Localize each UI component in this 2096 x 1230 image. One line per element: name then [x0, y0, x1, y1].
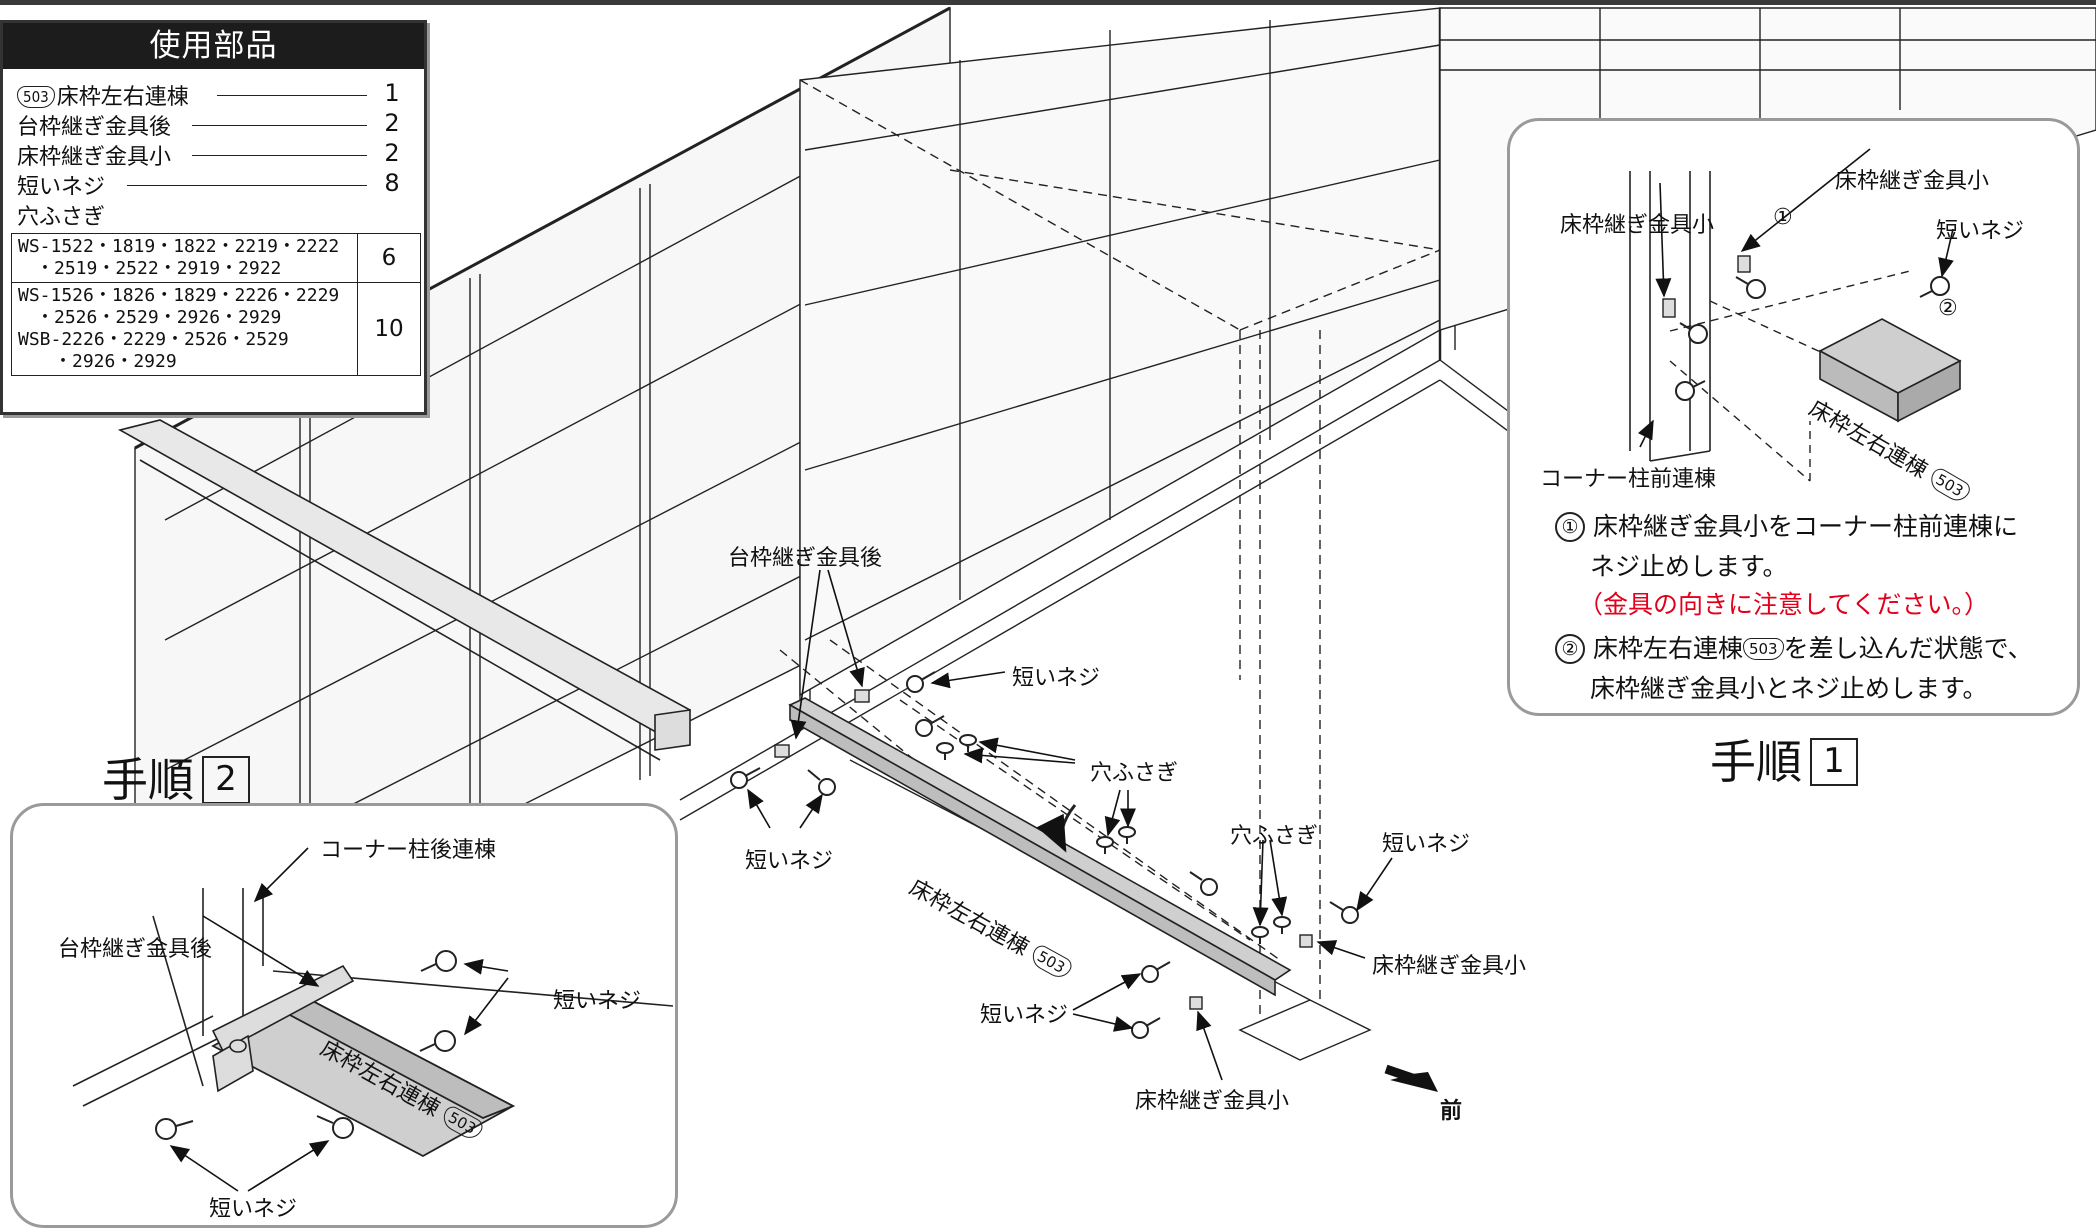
- instruction-2-badge: 503: [1742, 638, 1784, 660]
- instruction-1-line2: ネジ止めします。: [1590, 552, 1788, 581]
- instruction-1-line1: 床枠継ぎ金具小をコーナー柱前連棟に: [1592, 512, 2018, 541]
- parts-row-hole-cap: 穴ふさぎ: [17, 199, 407, 230]
- part-qty: 2: [384, 139, 400, 167]
- label-fitting-small-left: 床枠継ぎ金具小: [1560, 213, 1715, 238]
- label-screw-bottom-step2: 短いネジ: [209, 1197, 298, 1222]
- label-screw-top: 短いネジ: [1012, 666, 1101, 691]
- label-corner-post-front: コーナー柱前連棟: [1540, 467, 1717, 492]
- label-fitting-small-bottom: 床枠継ぎ金具小: [1135, 1089, 1290, 1114]
- model-qty: 10: [357, 282, 421, 376]
- base-fitting-rear-step2: [211, 964, 355, 1093]
- parts-row-floor-fitting: 床枠継ぎ金具小 2: [17, 139, 407, 170]
- leader-dash: [217, 95, 367, 96]
- fittings-main: [774, 689, 1313, 1010]
- marker-2: ②: [1938, 296, 1958, 321]
- part-qty: 8: [384, 169, 400, 197]
- model-line: ・2926・2929: [18, 351, 177, 372]
- part-name: 短いネジ: [17, 175, 106, 200]
- step1-title: 手順: [1710, 735, 1802, 789]
- step1-callout: 床枠継ぎ金具小 床枠継ぎ金具小 ① 短いネジ ② 床枠左右連棟 503 コーナー…: [1507, 118, 2080, 716]
- instruction-2-line2: 床枠継ぎ金具小とネジ止めします。: [1590, 674, 1988, 703]
- model-row: WS-1526・1826・1829・2226・2229 ・2526・2529・2…: [11, 282, 421, 376]
- corner-post-front: [1629, 171, 1711, 462]
- part-name: 床枠継ぎ金具小: [17, 145, 172, 170]
- label-hole-cap-2: 穴ふさぎ: [1230, 824, 1319, 849]
- model-line: ・2519・2522・2919・2922: [18, 258, 282, 279]
- label-hole-cap-1: 穴ふさぎ: [1090, 761, 1179, 786]
- instruction-1-caution: （金具の向きに注意してください。）: [1578, 590, 1990, 619]
- leader-dash: [127, 185, 367, 186]
- instruction-1: ① 床枠継ぎ金具小をコーナー柱前連棟に: [1555, 507, 2018, 547]
- model-list: WS-1522・1819・1822・2219・2222 ・2519・2522・2…: [11, 233, 358, 283]
- part-qty: 1: [384, 79, 400, 107]
- part-name: 床枠左右連棟: [56, 85, 189, 110]
- label-screw-right: 短いネジ: [1382, 832, 1471, 857]
- marker-1: ①: [1773, 205, 1793, 230]
- front-arrow-shaft: [1384, 1064, 1432, 1089]
- parts-row-screw: 短いネジ 8: [17, 169, 407, 200]
- part-number-badge: 503: [17, 86, 55, 108]
- model-qty: 6: [357, 233, 421, 283]
- label-fitting-small-right: 床枠継ぎ金具小: [1372, 954, 1527, 979]
- slide-arrow: [1036, 804, 1077, 853]
- step2-number: 2: [202, 756, 250, 804]
- model-line: ・2526・2529・2926・2929: [18, 307, 282, 328]
- instruction-2-pre: 床枠左右連棟: [1592, 634, 1743, 663]
- model-qty-table: WS-1522・1819・1822・2219・2222 ・2519・2522・2…: [11, 233, 421, 376]
- step1-detail-drawing: [1629, 148, 1962, 482]
- label-fitting-small-top: 床枠継ぎ金具小: [1835, 169, 1990, 194]
- part-qty: 2: [384, 109, 400, 137]
- label-screw-step1: 短いネジ: [1936, 219, 2025, 244]
- floor-frame-lr-step1: [1818, 318, 1962, 423]
- top-rule: [0, 0, 2096, 5]
- part-name: 台枠継ぎ金具後: [17, 115, 172, 140]
- label-screw-left: 短いネジ: [745, 849, 834, 874]
- parts-table-title: 使用部品: [3, 23, 424, 69]
- screws-step2: [155, 950, 457, 1140]
- step2-title: 手順: [102, 753, 194, 807]
- part-name: 穴ふさぎ: [17, 205, 106, 230]
- screws-step1: [1675, 276, 1950, 401]
- middle-wall-panel: [799, 7, 1456, 697]
- label-base-fitting-rear-step2: 台枠継ぎ金具後: [58, 937, 213, 962]
- label-base-fitting-rear: 台枠継ぎ金具後: [728, 546, 883, 571]
- leaders-main: [747, 569, 1393, 1081]
- leaders-step2: [169, 847, 509, 1192]
- step2-detail-drawing: [72, 847, 674, 1192]
- instruction-2-post: を差し込んだ状態で、: [1783, 634, 2033, 663]
- step1-number: 1: [1810, 738, 1858, 786]
- fittings-step1: [1662, 255, 1751, 318]
- label-front: 前: [1440, 1099, 1463, 1124]
- leaders-step1: [1637, 148, 1954, 448]
- leader-dash: [192, 155, 367, 156]
- label-screw-bottom: 短いネジ: [980, 1003, 1069, 1028]
- instruction-2-number: ②: [1555, 634, 1585, 664]
- screws-main: [730, 671, 1359, 1039]
- model-line: WS-1522・1819・1822・2219・2222: [18, 236, 340, 257]
- model-list: WS-1526・1826・1829・2226・2229 ・2526・2529・2…: [11, 282, 358, 376]
- instruction-1-number: ①: [1555, 512, 1585, 542]
- parts-row-base-fitting: 台枠継ぎ金具後 2: [17, 109, 407, 140]
- leader-dash: [192, 125, 367, 126]
- label-screw-right-step2: 短いネジ: [553, 989, 642, 1014]
- model-line: WS-1526・1826・1829・2226・2229: [18, 285, 340, 306]
- model-line: WSB-2226・2229・2526・2529: [18, 329, 289, 350]
- step2-callout: コーナー柱後連棟 台枠継ぎ金具後 短いネジ 床枠左右連棟 503 短いネジ: [10, 803, 678, 1228]
- top-frame-rail: [117, 419, 692, 761]
- model-row: WS-1522・1819・1822・2219・2222 ・2519・2522・2…: [11, 233, 421, 283]
- label-corner-post-rear: コーナー柱後連棟: [320, 838, 497, 863]
